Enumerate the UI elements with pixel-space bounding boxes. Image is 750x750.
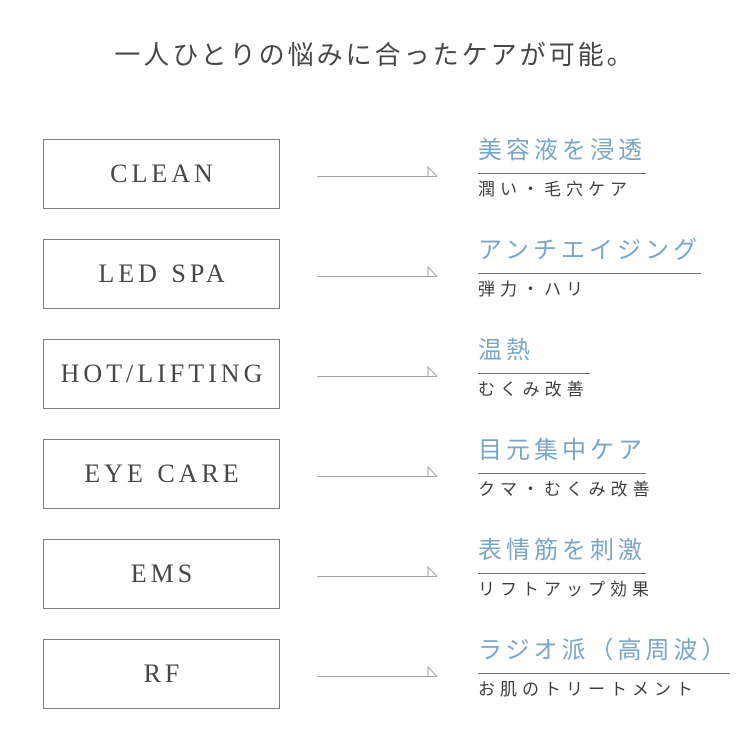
mode-label: EMS xyxy=(130,559,197,588)
mode-box-hot-lifting: HOT/LIFTING xyxy=(43,339,280,409)
benefit-title: アンチエイジング xyxy=(478,238,702,274)
benefit-title: 美容液を浸透 xyxy=(478,138,646,174)
benefit-block: 温熱 むくみ改善 xyxy=(478,338,707,400)
benefit-block: 美容液を浸透 潤い・毛穴ケア xyxy=(478,138,707,200)
mode-label: EYE CARE xyxy=(84,459,243,488)
arrow-right-icon xyxy=(317,365,438,377)
benefit-block: 表情筋を刺激 リフトアップ効果 xyxy=(478,538,707,600)
benefit-title: 表情筋を刺激 xyxy=(478,538,646,574)
benefit-detail: 弾力・ハリ xyxy=(478,280,588,299)
mode-label: HOT/LIFTING xyxy=(60,359,267,388)
arrow-right-icon xyxy=(317,465,438,477)
mode-label: LED SPA xyxy=(98,259,229,288)
mode-row-rf: RF ラジオ派（高周波） お肌のトリートメント xyxy=(43,638,730,709)
benefit-title: 目元集中ケア xyxy=(478,438,646,474)
arrow-right-icon xyxy=(317,165,438,177)
arrow-right-icon xyxy=(317,565,438,577)
benefit-detail: 潤い・毛穴ケア xyxy=(478,180,632,199)
mode-row-clean: CLEAN 美容液を浸透 潤い・毛穴ケア xyxy=(43,138,707,209)
benefit-title: ラジオ派（高周波） xyxy=(478,638,730,674)
mode-box-clean: CLEAN xyxy=(43,139,280,209)
mode-row-hot-lifting: HOT/LIFTING 温熱 むくみ改善 xyxy=(43,338,707,409)
benefit-detail: むくみ改善 xyxy=(478,380,589,399)
arrow-right-icon xyxy=(317,665,438,677)
mode-box-rf: RF xyxy=(43,639,280,709)
mode-label: RF xyxy=(143,659,184,688)
benefit-block: ラジオ派（高周波） お肌のトリートメント xyxy=(478,638,730,700)
benefit-detail: リフトアップ効果 xyxy=(478,580,654,599)
arrow-right-icon xyxy=(317,265,438,277)
benefit-detail: お肌のトリートメント xyxy=(478,680,698,699)
mode-row-led-spa: LED SPA アンチエイジング 弾力・ハリ xyxy=(43,238,707,309)
benefit-block: アンチエイジング 弾力・ハリ xyxy=(478,238,707,300)
mode-rows: CLEAN 美容液を浸透 潤い・毛穴ケア LED SPA アンチエイジング xyxy=(43,138,730,739)
benefit-block: 目元集中ケア クマ・むくみ改善 xyxy=(478,438,707,500)
benefit-title: 温熱 xyxy=(478,338,590,374)
benefit-detail: クマ・むくみ改善 xyxy=(478,480,655,499)
page-title: 一人ひとりの悩みに合ったケアが可能。 xyxy=(114,41,636,70)
mode-label: CLEAN xyxy=(110,159,217,188)
mode-row-eye-care: EYE CARE 目元集中ケア クマ・むくみ改善 xyxy=(43,438,707,509)
mode-row-ems: EMS 表情筋を刺激 リフトアップ効果 xyxy=(43,538,707,609)
mode-box-ems: EMS xyxy=(43,539,280,609)
mode-box-led-spa: LED SPA xyxy=(43,239,280,309)
mode-box-eye-care: EYE CARE xyxy=(43,439,280,509)
